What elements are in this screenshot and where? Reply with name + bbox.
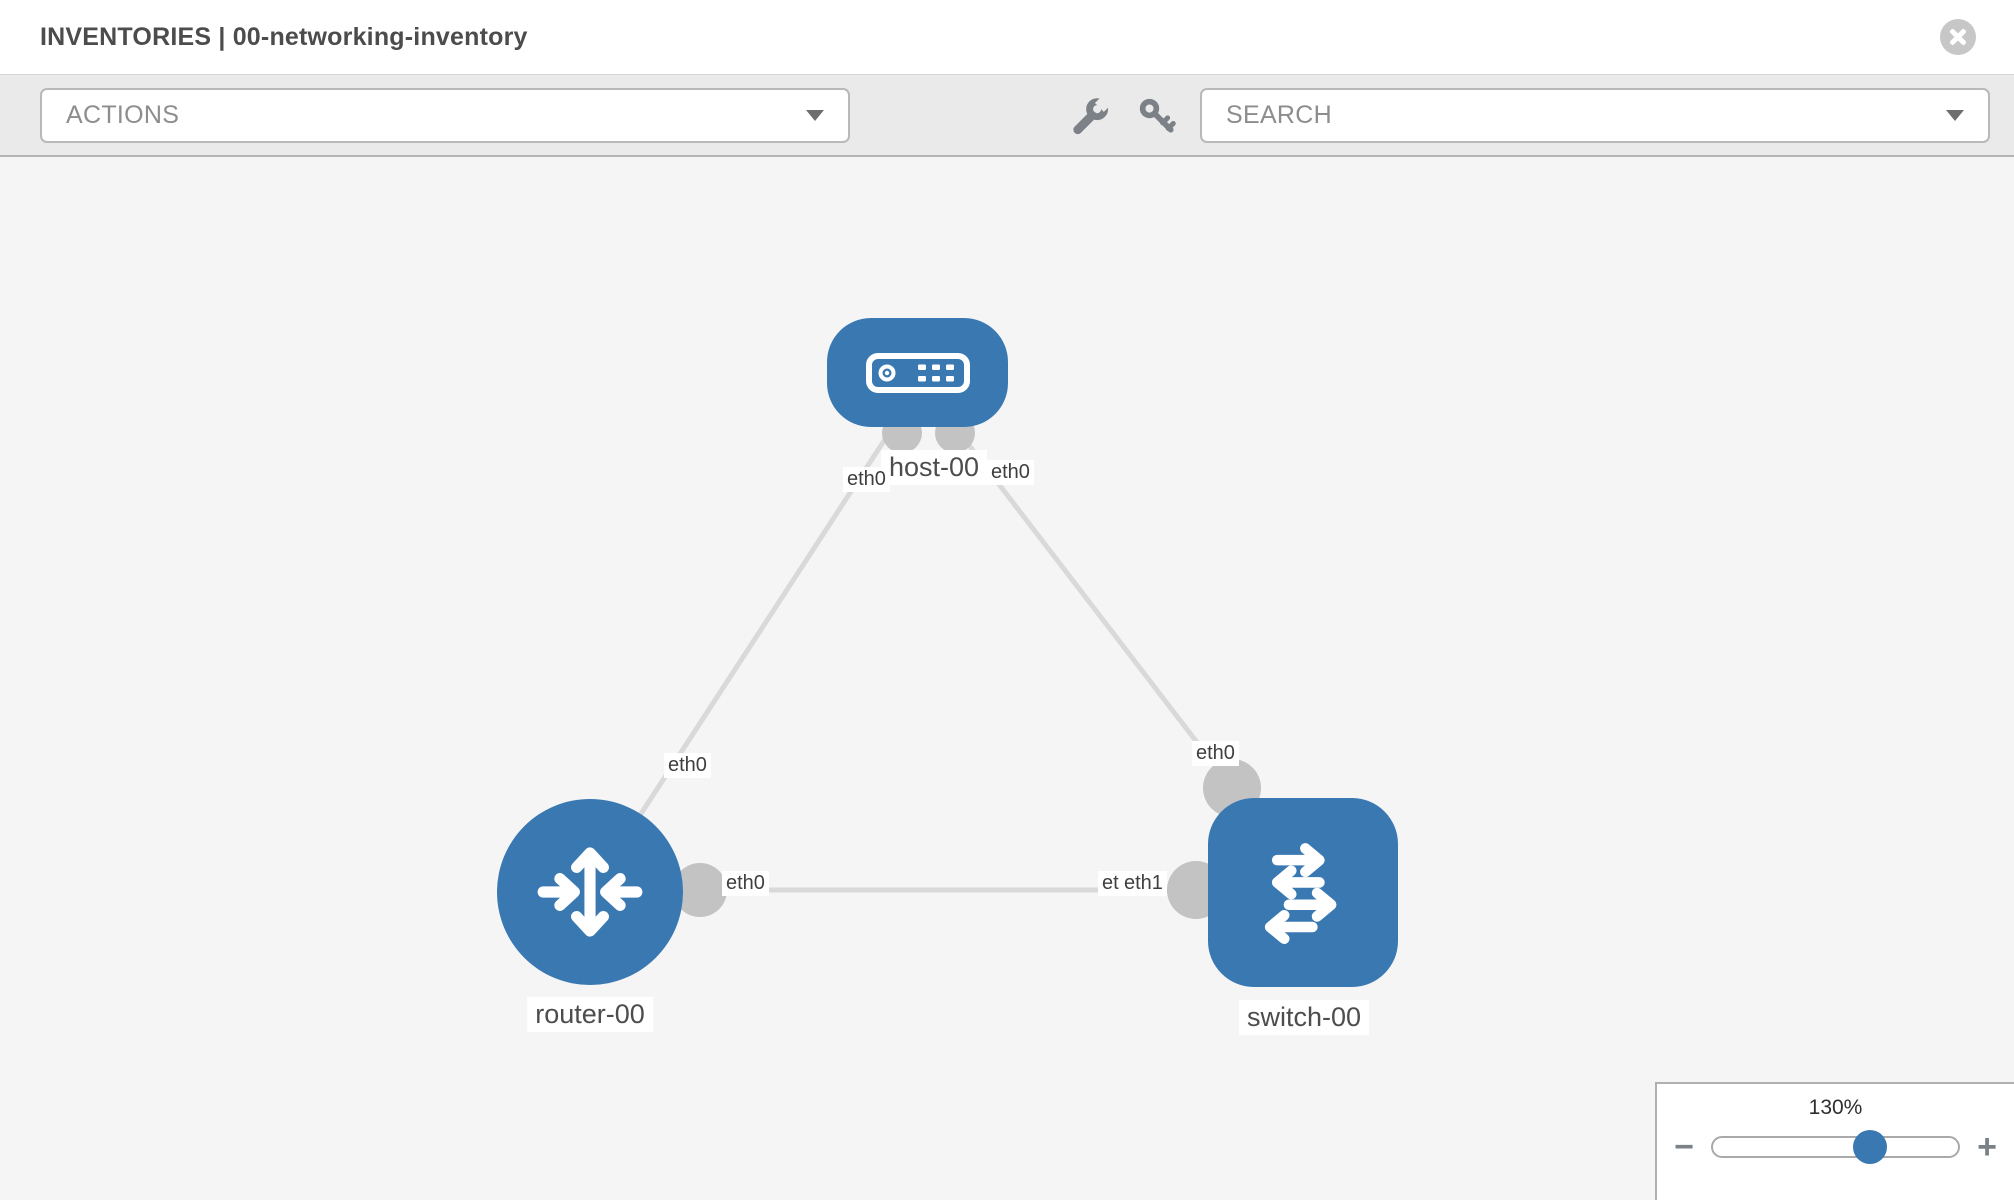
wrench-icon — [1073, 96, 1109, 135]
node-label-switch: switch-00 — [1238, 1000, 1370, 1035]
caret-down-icon — [806, 110, 824, 121]
router-icon — [537, 847, 643, 937]
zoom-slider[interactable] — [1711, 1130, 1960, 1164]
switch-icon — [1264, 842, 1337, 944]
link-host-switch — [953, 425, 1234, 790]
zoom-controls: − + — [1657, 1130, 2014, 1164]
toolbar: ACTIONS SEARCH — [0, 74, 2014, 157]
node-router-00[interactable] — [497, 799, 683, 985]
if-label-host-to-router: eth0 — [843, 467, 890, 492]
links-layer — [587, 413, 1261, 919]
zoom-slider-thumb[interactable] — [1852, 1130, 1887, 1164]
actions-dropdown[interactable]: ACTIONS — [40, 88, 850, 143]
caret-down-icon — [1946, 110, 1964, 121]
node-switch-00[interactable] — [1208, 798, 1398, 987]
if-label-router-to-switch: eth0 — [722, 871, 769, 896]
zoom-out-button[interactable]: − — [1674, 1128, 1694, 1166]
node-label-router: router-00 — [527, 997, 653, 1032]
key-icon — [1139, 98, 1176, 133]
topology-canvas[interactable]: host-00 router-00 switch-00 eth0 eth0 et… — [0, 157, 2014, 1200]
configure-button[interactable] — [1066, 93, 1112, 139]
search-dropdown-label: SEARCH — [1226, 101, 1332, 129]
zoom-level: 130% — [1808, 1096, 1863, 1119]
if-label-router-to-host: eth0 — [664, 753, 711, 778]
search-dropdown[interactable]: SEARCH — [1200, 88, 1990, 143]
header: INVENTORIES | 00-networking-inventory — [0, 0, 2014, 74]
page-title: INVENTORIES | 00-networking-inventory — [40, 23, 528, 51]
if-label-switch-to-host: eth0 — [1192, 741, 1239, 766]
credentials-button[interactable] — [1134, 93, 1180, 139]
if-label-switch-to-router: eth1 — [1120, 871, 1167, 896]
node-host-00[interactable] — [827, 318, 1008, 427]
port-router-eth0 — [673, 863, 727, 917]
actions-dropdown-label: ACTIONS — [66, 101, 180, 129]
host-icon — [865, 352, 970, 393]
if-label-host-to-switch: eth0 — [987, 460, 1034, 485]
node-label-host: host-00 — [880, 450, 988, 485]
close-button[interactable] — [1940, 19, 1976, 55]
zoom-panel: 130% − + — [1655, 1082, 2014, 1200]
zoom-in-button[interactable]: + — [1977, 1128, 1997, 1166]
